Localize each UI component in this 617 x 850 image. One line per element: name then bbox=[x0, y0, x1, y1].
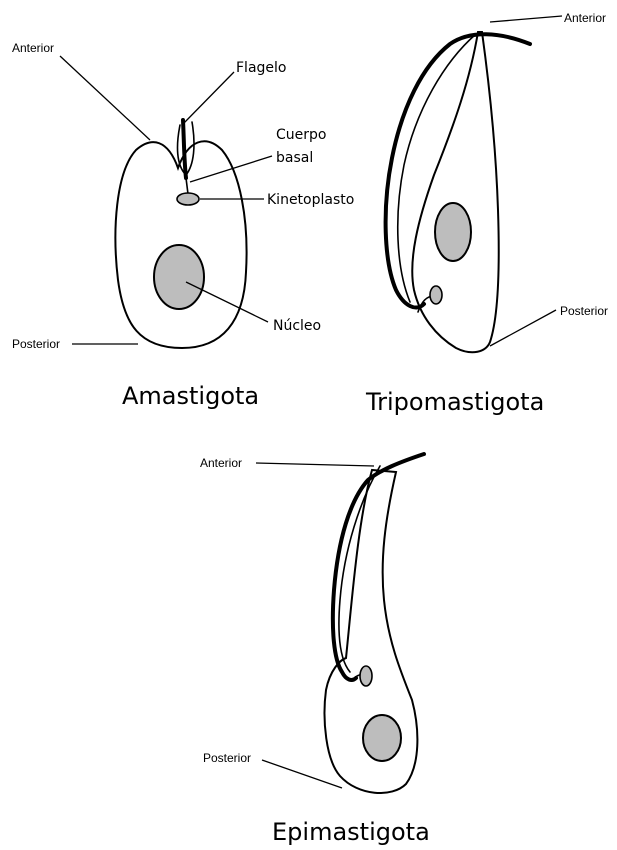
amastigota-kinetoplast bbox=[177, 193, 199, 205]
amastigota-figure: Anterior Flagelo Cuerpo basal Kinetoplas… bbox=[12, 41, 354, 410]
amastigota-kinetoplasto-label: Kinetoplasto bbox=[267, 192, 354, 208]
amastigota-title: Amastigota bbox=[122, 382, 259, 410]
tripomastigota-posterior-leader bbox=[490, 310, 556, 346]
tripomastigota-nucleus bbox=[435, 203, 471, 261]
epimastigota-title: Epimastigota bbox=[272, 818, 430, 846]
epimastigota-posterior-leader bbox=[262, 760, 342, 788]
epimastigota-kinetoplast bbox=[360, 666, 372, 686]
tripomastigota-anterior-leader bbox=[490, 16, 562, 22]
amastigota-anterior-label: Anterior bbox=[12, 41, 54, 55]
amastigota-cuerpo-label: Cuerpo bbox=[276, 127, 326, 143]
amastigota-flagelo-leader bbox=[183, 72, 234, 124]
tripomastigota-figure: Anterior Posterior Tripomastigota bbox=[365, 11, 608, 416]
amastigota-anterior-leader bbox=[60, 56, 150, 140]
epimastigota-posterior-label: Posterior bbox=[203, 751, 251, 765]
amastigota-basal-label: basal bbox=[276, 150, 313, 166]
amastigota-nucleus bbox=[154, 245, 204, 309]
epimastigota-figure: Anterior Posterior Epimastigota bbox=[200, 454, 430, 846]
tripomastigota-posterior-label: Posterior bbox=[560, 304, 608, 318]
amastigota-nucleo-label: Núcleo bbox=[273, 318, 321, 334]
epimastigota-anterior-label: Anterior bbox=[200, 456, 242, 470]
amastigota-flagellum bbox=[183, 120, 186, 178]
epimastigota-nucleus bbox=[363, 715, 401, 761]
tripomastigota-title: Tripomastigota bbox=[365, 388, 544, 416]
epimastigota-anterior-leader bbox=[256, 463, 374, 466]
amastigota-posterior-label: Posterior bbox=[12, 337, 60, 351]
tripomastigota-anterior-label: Anterior bbox=[564, 11, 606, 25]
amastigota-flagelo-label: Flagelo bbox=[236, 60, 286, 76]
tripomastigota-kinetoplast bbox=[430, 286, 442, 304]
